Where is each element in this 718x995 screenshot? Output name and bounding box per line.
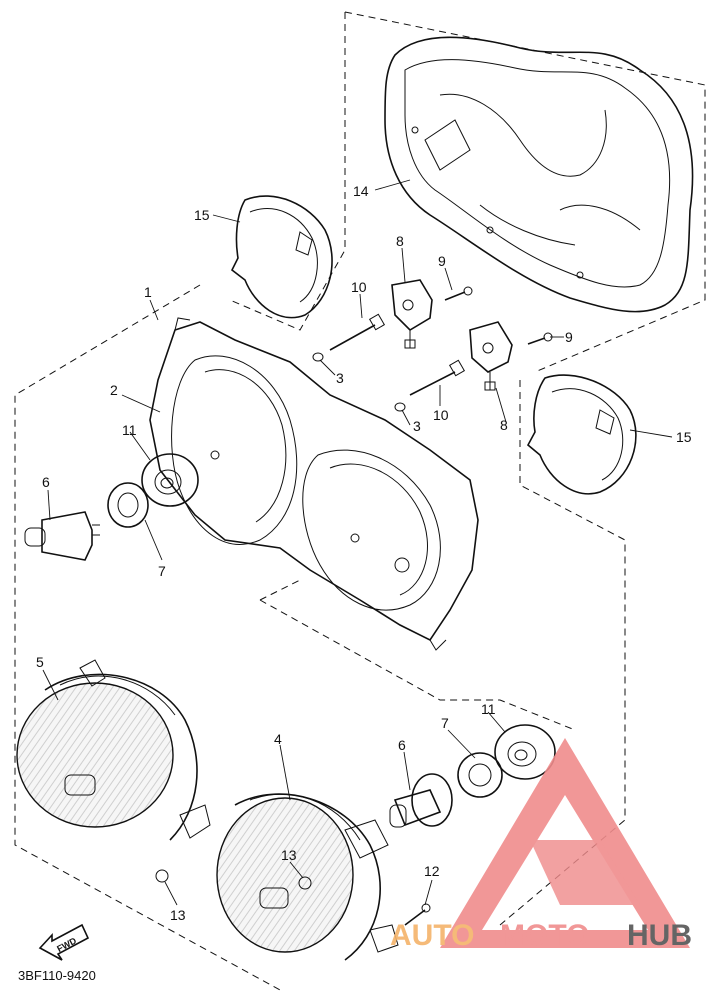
callout-5: 5 bbox=[36, 654, 44, 670]
bracket-upper bbox=[391, 279, 433, 349]
callout-11-left: 11 bbox=[122, 422, 137, 438]
screw-13-right bbox=[298, 876, 312, 890]
bulb-6-left bbox=[24, 511, 100, 561]
side-cover-right bbox=[526, 374, 637, 495]
holder-7-right bbox=[457, 752, 503, 798]
socket-11-left bbox=[141, 453, 199, 507]
callout-3-lower: 3 bbox=[413, 418, 421, 434]
callout-9-upper: 9 bbox=[438, 253, 446, 269]
callout-4: 4 bbox=[274, 731, 282, 747]
callout-11-right: 11 bbox=[481, 701, 496, 717]
bracket-lower bbox=[469, 321, 513, 391]
washer-3-upper bbox=[312, 352, 324, 362]
callout-9-lower: 9 bbox=[565, 329, 573, 345]
callout-15-left: 15 bbox=[194, 207, 210, 223]
watermark-text-auto: AUTO bbox=[390, 919, 474, 952]
callout-6-left: 6 bbox=[42, 474, 50, 490]
callouts: 1 2 3 3 4 5 6 6 7 7 8 8 9 9 10 10 11 11 … bbox=[36, 183, 692, 923]
headlight-housing bbox=[149, 317, 479, 651]
side-cover-left bbox=[230, 195, 333, 319]
washer-3-lower bbox=[394, 402, 406, 412]
callout-10-upper: 10 bbox=[351, 279, 367, 295]
callout-10-lower: 10 bbox=[433, 407, 449, 423]
callout-7-left: 7 bbox=[158, 563, 166, 579]
callout-12: 12 bbox=[424, 863, 440, 879]
socket-11-right bbox=[494, 724, 556, 780]
watermark: AUTO MOTO HUB bbox=[390, 738, 692, 952]
bulb-6-right bbox=[389, 773, 453, 828]
callout-8-upper: 8 bbox=[396, 233, 404, 249]
headlight-unit-5 bbox=[16, 659, 211, 841]
callout-2: 2 bbox=[110, 382, 118, 398]
callout-15-right: 15 bbox=[676, 429, 692, 445]
callout-7-right: 7 bbox=[441, 715, 449, 731]
bolt-10-lower bbox=[409, 359, 466, 396]
callout-13-right: 13 bbox=[281, 847, 297, 863]
cowl-inner-panel bbox=[384, 36, 694, 313]
bolt-9-lower bbox=[527, 332, 553, 345]
callout-6-right: 6 bbox=[398, 737, 406, 753]
watermark-text-hub: HUB bbox=[627, 919, 692, 952]
leader-lines bbox=[42, 179, 673, 906]
bolt-9-upper bbox=[444, 286, 473, 301]
diagram-code: 3BF110-9420 bbox=[18, 968, 96, 983]
adjust-screw-12 bbox=[404, 903, 431, 926]
headlight-unit-4 bbox=[216, 793, 399, 961]
watermark-text-moto: MOTO bbox=[500, 919, 589, 952]
callout-13-left: 13 bbox=[170, 907, 186, 923]
fwd-arrow: FWD bbox=[38, 923, 90, 961]
bolt-10-upper bbox=[329, 313, 386, 351]
callout-3-upper: 3 bbox=[336, 370, 344, 386]
callout-8-lower: 8 bbox=[500, 417, 508, 433]
screw-13-left bbox=[155, 869, 169, 883]
holder-7-left bbox=[107, 482, 149, 528]
callout-14: 14 bbox=[353, 183, 369, 199]
callout-1: 1 bbox=[144, 284, 152, 300]
